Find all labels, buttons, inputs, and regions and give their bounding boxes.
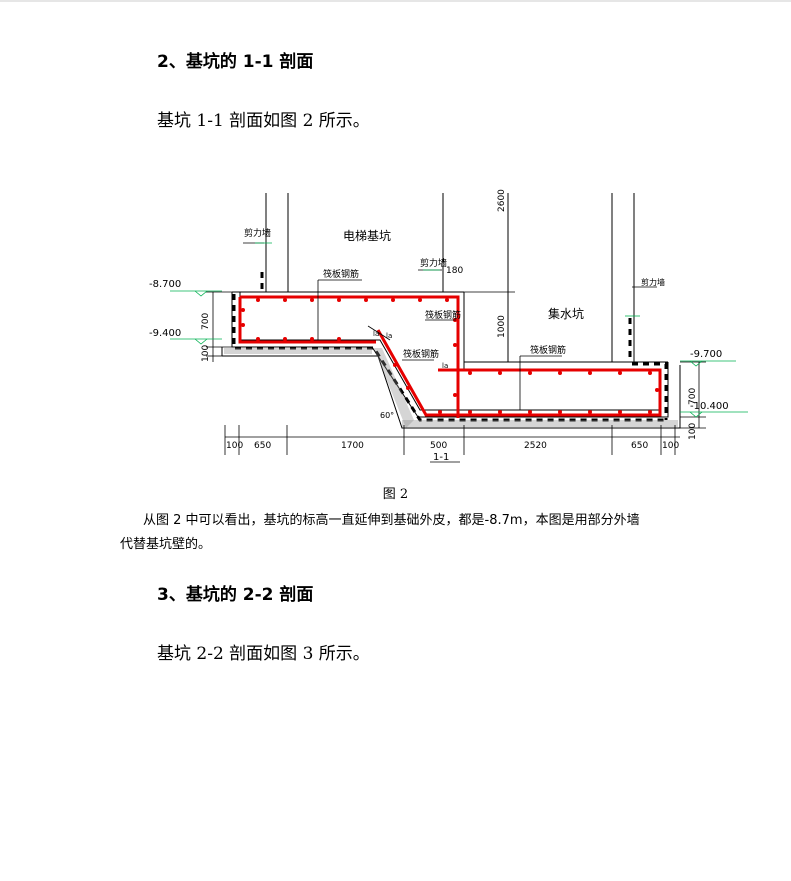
rebar-dot [256, 298, 260, 302]
rebar-line [238, 297, 376, 344]
raft-rebar-label: 筏板钢筋 [403, 348, 439, 360]
rebar-dot [588, 371, 592, 375]
rebar-dot [648, 410, 652, 414]
angle-label: 60° [380, 411, 394, 420]
rebar-dot [558, 371, 562, 375]
cushion-outline [222, 355, 681, 429]
figure-caption: 图 2 [382, 487, 409, 502]
membrane-dash [632, 362, 668, 420]
elevation-label: -9.700 [690, 349, 722, 360]
elevation-label: -10.400 [690, 401, 729, 412]
dimension-100: 100 [688, 423, 698, 440]
rebar-dot [283, 298, 287, 302]
la-label: la [373, 330, 379, 338]
rebar-dot [528, 410, 532, 414]
dimension-180: 180 [446, 266, 463, 276]
raft-rebar-label: 筏板钢筋 [323, 268, 359, 280]
rebar-dot [393, 363, 397, 367]
rebar-dot [618, 371, 622, 375]
la-label: la [442, 362, 448, 370]
bottom-dimension: 100 [662, 441, 679, 451]
rebar-dot [418, 298, 422, 302]
dimension-700: 700 [688, 388, 698, 405]
rebar-dot [256, 337, 260, 341]
rebar-dot [445, 298, 449, 302]
rebar-dot [283, 337, 287, 341]
section-3-intro: 基坑 2-2 剖面如图 3 所示。 [157, 644, 370, 664]
rebar-dot [310, 337, 314, 341]
elevation-label: -8.700 [149, 279, 181, 290]
elevation-marker [194, 290, 208, 297]
rebar-dot [337, 337, 341, 341]
membrane-dash [232, 294, 666, 422]
section-3-heading: 3、基坑的 2-2 剖面 [157, 585, 314, 605]
rebar-dot [588, 410, 592, 414]
section-label: 1-1 [433, 452, 449, 463]
paragraph-line-2: 代替基坑壁的。 [120, 537, 212, 552]
rebar-dot [310, 298, 314, 302]
leader-line [367, 325, 391, 341]
cushion-fill [374, 348, 414, 428]
rebar-dot [241, 323, 245, 327]
rebar-dot [438, 410, 442, 414]
bottom-dimension: 500 [430, 441, 447, 451]
rebar-dot [241, 308, 245, 312]
dimension-2600: 2600 [497, 189, 507, 212]
dimension-700: 700 [201, 313, 211, 330]
rebar-dot [618, 410, 622, 414]
bottom-dimension: 100 [226, 441, 243, 451]
rebar-dot [498, 371, 502, 375]
rebar-dot [498, 410, 502, 414]
section-2-intro: 基坑 1-1 剖面如图 2 所示。 [157, 111, 370, 131]
shear-wall-label: 剪力墙 [244, 227, 271, 239]
raft-rebar-label: 筏板钢筋 [425, 309, 461, 321]
cushion-fill [224, 348, 372, 354]
rebar-dot [453, 393, 457, 397]
bottom-dimension: 650 [254, 441, 271, 451]
rebar-dot [648, 371, 652, 375]
elevator-pit-label: 电梯基坑 [343, 228, 391, 243]
bottom-dimension: 2520 [524, 441, 547, 451]
cushion-fill [402, 420, 678, 427]
rebar-dot [364, 298, 368, 302]
la-label: la [386, 332, 392, 340]
rebar-dot [468, 410, 472, 414]
paragraph-line-1: 从图 2 中可以看出，基坑的标高一直延伸到基础外皮，都是-8.7m，本图是用部分… [143, 513, 640, 528]
rebar-dot [655, 388, 659, 392]
dimension-100: 100 [201, 345, 211, 362]
bottom-dimension: 1700 [341, 441, 364, 451]
shear-wall-label: 剪力墙 [420, 257, 447, 269]
section-2-heading: 2、基坑的 1-1 剖面 [157, 52, 314, 72]
rebar-dot [468, 371, 472, 375]
rebar-dot [406, 386, 410, 390]
page-top-border [0, 0, 791, 2]
sump-pit-label: 集水坑 [548, 306, 584, 321]
rebar-line [376, 329, 662, 417]
elevation-marker [689, 411, 703, 418]
rebar-dot [337, 298, 341, 302]
elevation-marker [194, 338, 208, 345]
rebar-dot [453, 343, 457, 347]
shear-wall-label: 剪力墙 [641, 277, 665, 287]
bottom-dimension: 650 [631, 441, 648, 451]
rebar-dot [558, 410, 562, 414]
raft-rebar-label: 筏板钢筋 [530, 344, 566, 356]
rebar-line [240, 295, 460, 418]
elevation-label: -9.400 [149, 328, 181, 339]
rebar-dot [528, 371, 532, 375]
rebar-dot [391, 298, 395, 302]
dimension-1000: 1000 [497, 315, 507, 338]
elevation-marker [689, 360, 703, 367]
